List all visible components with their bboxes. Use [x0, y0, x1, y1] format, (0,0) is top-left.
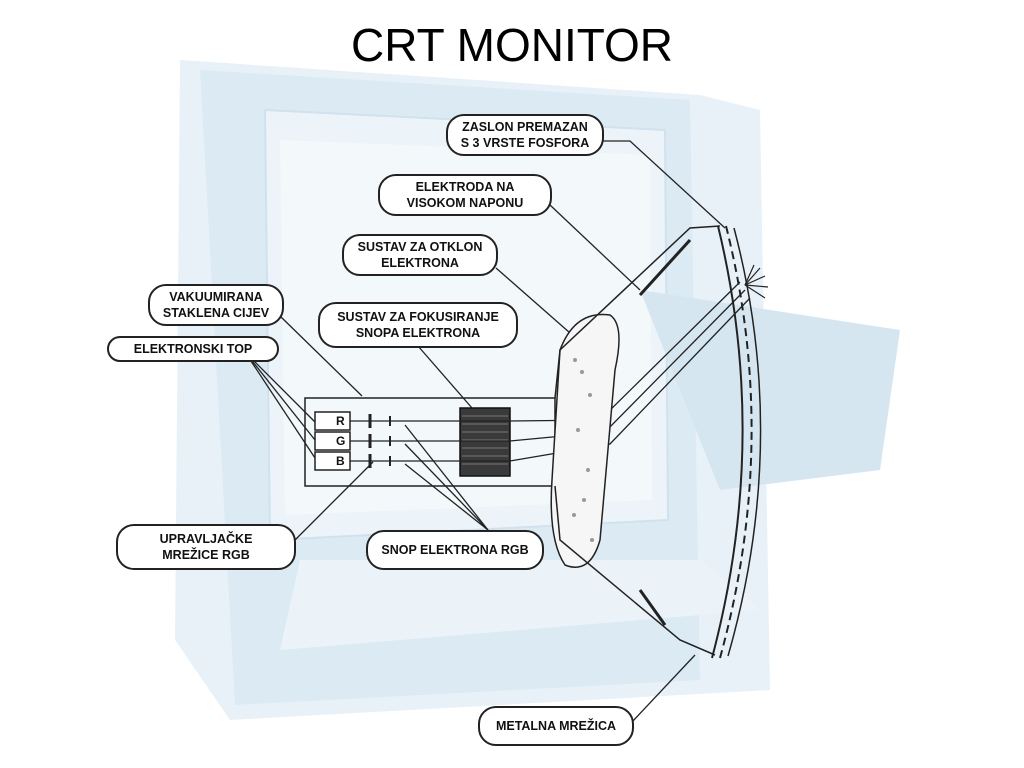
- gun-label-r: R: [336, 414, 345, 428]
- callout-focusing-system: SUSTAV ZA FOKUSIRANJE SNOPA ELEKTRONA: [318, 302, 518, 348]
- callout-vacuum-tube: VAKUUMIRANA STAKLENA CIJEV: [148, 284, 284, 326]
- callout-control-grids: UPRAVLJAČKE MREŽICE RGB: [116, 524, 296, 570]
- callout-metal-mesh: METALNA MREŽICA: [478, 706, 634, 746]
- page-title: CRT MONITOR: [350, 19, 674, 71]
- callout-electron-beam: SNOP ELEKTRONA RGB: [366, 530, 544, 570]
- gun-label-b: B: [336, 454, 345, 468]
- callout-screen: ZASLON PREMAZAN S 3 VRSTE FOSFORA: [446, 114, 604, 156]
- callout-deflection-system: SUSTAV ZA OTKLON ELEKTRONA: [342, 234, 498, 276]
- gun-label-g: G: [336, 434, 345, 448]
- leader-lines: [244, 140, 726, 723]
- focusing-coil: [459, 407, 511, 477]
- callout-electron-gun: ELEKTRONSKI TOP: [107, 336, 279, 362]
- electron-gun-housing: [304, 397, 556, 487]
- callout-high-voltage-electrode: ELEKTRODA NA VISOKOM NAPONU: [378, 174, 552, 216]
- vacuum-tube-outline: [554, 225, 721, 656]
- impact-sparks: [744, 264, 769, 299]
- deflection-yoke: [550, 313, 620, 568]
